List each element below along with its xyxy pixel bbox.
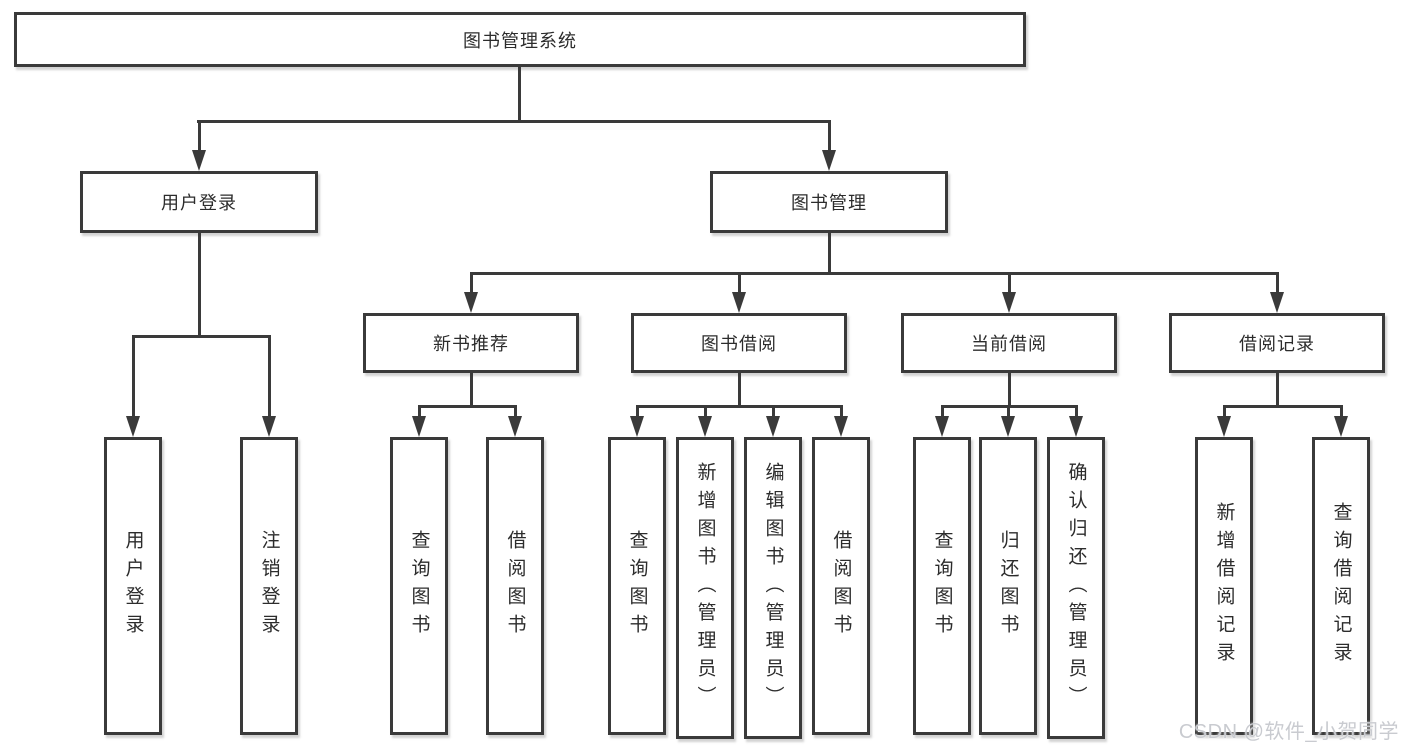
arrow-down-icon: [630, 416, 644, 437]
leaf-add-borrow-record: 新增借阅记录: [1195, 437, 1253, 735]
node-root: 图书管理系统: [14, 12, 1026, 67]
arrow-down-icon: [766, 416, 780, 437]
connector-line: [827, 120, 831, 154]
arrow-down-icon: [1002, 292, 1016, 313]
connector-line: [1074, 405, 1078, 419]
connector-line: [417, 405, 517, 408]
connector-line: [197, 120, 201, 154]
leaf-borrow-books-recommend: 借阅图书: [486, 437, 544, 735]
connector-line: [940, 405, 944, 419]
connector-line: [737, 272, 741, 296]
arrow-down-icon: [1001, 416, 1015, 437]
arrow-down-icon: [698, 416, 712, 437]
leaf-confirm-return-admin: 确认归还（管理员）: [1047, 437, 1105, 739]
node-book-borrow: 图书借阅: [631, 313, 847, 373]
arrow-down-icon: [1270, 292, 1284, 313]
leaf-query-books-current: 查询图书: [913, 437, 971, 735]
connector-line: [469, 272, 1279, 275]
connector-line: [197, 233, 201, 338]
connector-line: [839, 405, 843, 419]
connector-line: [703, 405, 707, 419]
node-current-borrow: 当前借阅: [901, 313, 1117, 373]
connector-line: [1006, 405, 1010, 419]
connector-line: [513, 405, 517, 419]
node-borrow-records: 借阅记录: [1169, 313, 1385, 373]
arrow-down-icon: [262, 416, 276, 437]
arrow-down-icon: [1217, 416, 1231, 437]
arrow-down-icon: [1334, 416, 1348, 437]
connector-line: [635, 405, 843, 408]
connector-line: [518, 67, 521, 123]
arrow-down-icon: [732, 292, 746, 313]
connector-line: [1007, 373, 1011, 408]
node-user-login: 用户登录: [80, 171, 318, 233]
node-new-book-recommend: 新书推荐: [363, 313, 579, 373]
connector-line: [771, 405, 775, 419]
leaf-add-books-admin: 新增图书（管理员）: [676, 437, 734, 739]
arrow-down-icon: [464, 292, 478, 313]
leaf-edit-books-admin: 编辑图书（管理员）: [744, 437, 802, 739]
arrow-down-icon: [508, 416, 522, 437]
arrow-down-icon: [822, 150, 836, 171]
node-book-management: 图书管理: [710, 171, 948, 233]
connector-line: [1007, 272, 1011, 296]
connector-line: [417, 405, 421, 419]
arrow-down-icon: [412, 416, 426, 437]
arrow-down-icon: [192, 150, 206, 171]
connector-line: [635, 405, 639, 419]
arrow-down-icon: [126, 416, 140, 437]
leaf-borrow-books: 借阅图书: [812, 437, 870, 735]
connector-line: [469, 373, 473, 408]
arrow-down-icon: [935, 416, 949, 437]
connector-line: [827, 233, 831, 275]
leaf-query-books-recommend: 查询图书: [390, 437, 448, 735]
arrow-down-icon: [834, 416, 848, 437]
connector-line: [197, 120, 831, 123]
watermark: CSDN @软件_小贺同学: [1178, 721, 1399, 743]
leaf-query-borrow-record: 查询借阅记录: [1312, 437, 1370, 735]
connector-line: [1339, 405, 1343, 419]
connector-line: [469, 272, 473, 296]
connector-line: [1275, 373, 1279, 408]
leaf-user-login: 用户登录: [104, 437, 162, 735]
connector-line: [1275, 272, 1279, 296]
connector-line: [1222, 405, 1343, 408]
leaf-return-books: 归还图书: [979, 437, 1037, 735]
connector-line: [131, 335, 271, 338]
connector-line: [737, 373, 741, 408]
connector-line: [1222, 405, 1226, 419]
connector-line: [267, 335, 271, 418]
leaf-query-books-borrow: 查询图书: [608, 437, 666, 735]
connector-line: [131, 335, 135, 418]
arrow-down-icon: [1069, 416, 1083, 437]
leaf-logout: 注销登录: [240, 437, 298, 735]
